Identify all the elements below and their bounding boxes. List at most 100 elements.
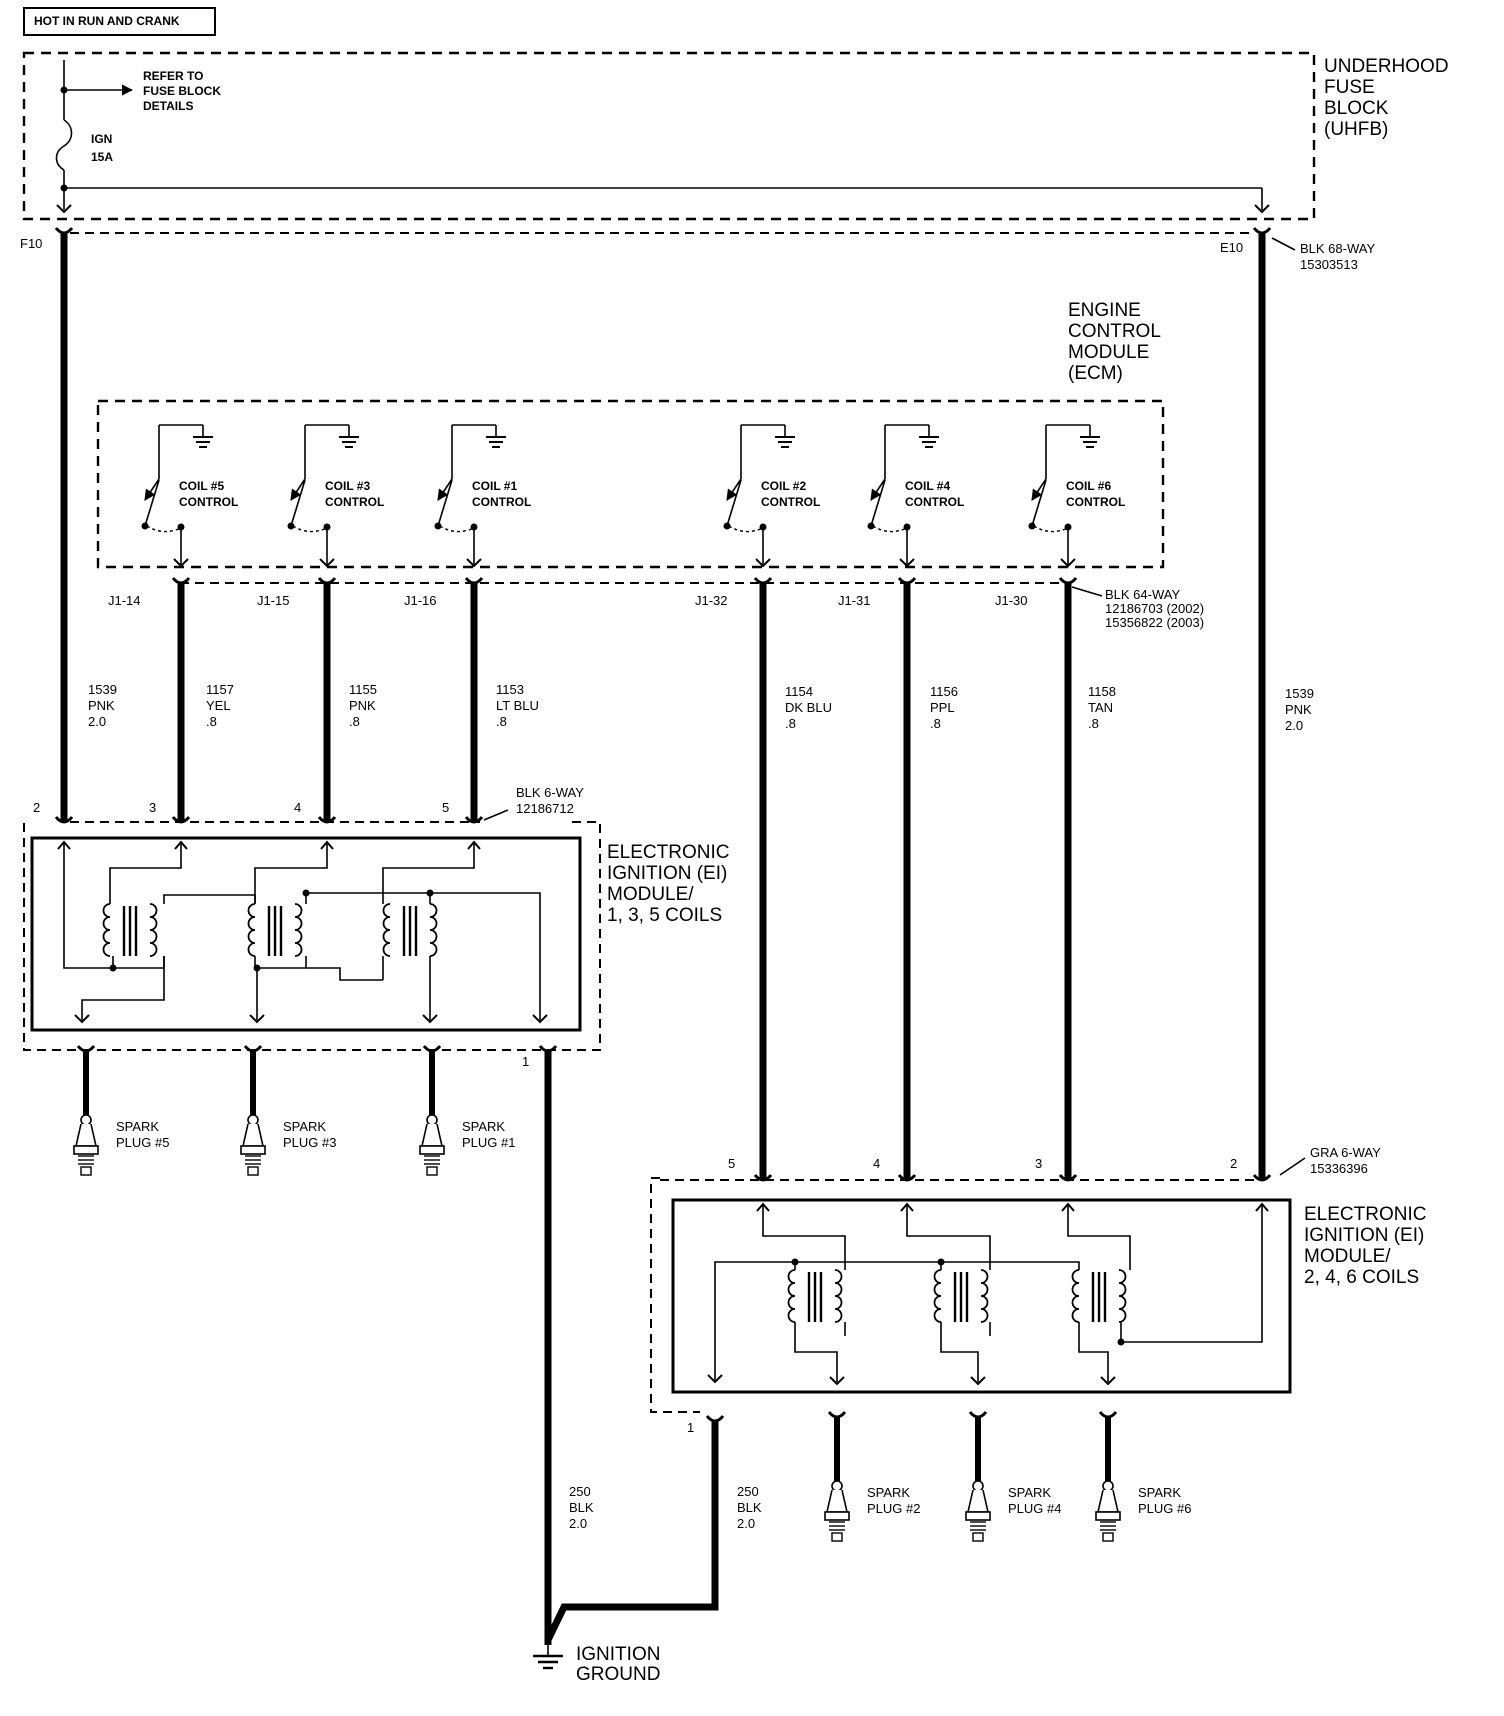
moda-connector-1: BLK 6-WAY xyxy=(516,785,584,800)
fuse-block-title-4: (UHFB) xyxy=(1324,119,1388,140)
modb-pin: 4 xyxy=(873,1156,880,1171)
wire-gauge: 2.0 xyxy=(1285,718,1303,733)
modb-connector-2: 15336396 xyxy=(1310,1161,1368,1176)
spark-plug-number: PLUG #2 xyxy=(867,1501,920,1516)
wire-circuit: 1539 xyxy=(1285,686,1314,701)
ground-label-2: GROUND xyxy=(576,1664,660,1685)
spark-plug-label: SPARK xyxy=(116,1119,159,1134)
spark-plug-icon xyxy=(240,1114,266,1176)
modb-pin: 2 xyxy=(1230,1156,1237,1171)
ecm-connector-3: 15356822 (2003) xyxy=(1105,615,1204,630)
moda-pin: 5 xyxy=(442,800,449,815)
spark-plug-icon xyxy=(73,1114,99,1176)
coil-driver-suffix: CONTROL xyxy=(1066,495,1125,509)
wire-gauge: 2.0 xyxy=(88,714,106,729)
coil-driver-name: COIL #4 xyxy=(905,479,950,493)
wire-circuit: 1158 xyxy=(1088,684,1116,699)
coil-driver-name: COIL #3 xyxy=(325,479,370,493)
wire-circuit: 250 xyxy=(737,1484,759,1499)
fuse-icon xyxy=(55,119,73,171)
ecm-connector-2: 12186703 (2002) xyxy=(1105,601,1204,616)
ecm: ENGINE CONTROL MODULE (ECM) COIL #5CONTR… xyxy=(96,300,1165,569)
pin-e10: E10 xyxy=(1220,240,1243,255)
wire-circuit: 1154 xyxy=(785,684,813,699)
coil-driver-5: COIL #4 CONTROL xyxy=(867,424,964,568)
spark-plug-number: PLUG #5 xyxy=(116,1135,169,1150)
fuse-block-title-2: FUSE xyxy=(1324,77,1375,98)
coil-driver-suffix: CONTROL xyxy=(905,495,964,509)
moda-title-4: 1, 3, 5 COILS xyxy=(607,905,722,926)
moda-pin: 2 xyxy=(33,800,40,815)
wire-color: PNK xyxy=(1285,702,1312,717)
wire-gauge: .8 xyxy=(1088,716,1099,731)
coil-driver-2: COIL #3 CONTROL xyxy=(287,424,384,568)
moda-connector-2: 12186712 xyxy=(516,801,574,816)
ground-icon xyxy=(486,436,506,448)
wire-color: BLK xyxy=(737,1500,762,1515)
underhood-fuse-block: UNDERHOOD FUSE BLOCK (UHFB) REFER TO FUS… xyxy=(22,51,1449,221)
wire-gauge: .8 xyxy=(206,714,217,729)
modb-pin: 5 xyxy=(728,1156,735,1171)
ignition-ground: IGNITION GROUND xyxy=(533,1644,660,1685)
wire-circuit: 1155 xyxy=(349,682,377,697)
wire-color: YEL xyxy=(206,698,231,713)
coil-driver-name: COIL #2 xyxy=(761,479,806,493)
wire-circuit: 1156 xyxy=(930,684,958,699)
wire-color: TAN xyxy=(1088,700,1113,715)
spark-plug-label: SPARK xyxy=(1008,1485,1051,1500)
ground-icon xyxy=(919,436,939,448)
ecm-pin-label: J1-14 xyxy=(108,593,141,608)
modb-title-3: MODULE/ xyxy=(1304,1246,1391,1267)
modb-title-4: 2, 4, 6 COILS xyxy=(1304,1267,1419,1288)
ground-icon xyxy=(1080,436,1100,448)
spark-plug-number: PLUG #3 xyxy=(283,1135,336,1150)
wire-color: BLK xyxy=(569,1500,594,1515)
wire-harness xyxy=(60,232,1266,1645)
wire-color: PNK xyxy=(88,698,115,713)
ground-icon xyxy=(775,436,795,448)
modb-pin: 1 xyxy=(687,1420,694,1435)
wire-color: PPL xyxy=(930,700,955,715)
ecm-pin-label: J1-32 xyxy=(695,593,728,608)
spark-plug-icon xyxy=(419,1114,445,1176)
ecm-pin-label: J1-31 xyxy=(838,593,871,608)
ground-label-1: IGNITION xyxy=(576,1644,660,1665)
refer-text-3: DETAILS xyxy=(143,99,193,113)
spark-plug-number: PLUG #4 xyxy=(1008,1501,1061,1516)
moda-title-1: ELECTRONIC xyxy=(607,842,729,863)
wire-gauge: .8 xyxy=(785,716,796,731)
wire-250-b xyxy=(544,1420,719,1642)
ground-icon xyxy=(193,436,213,448)
coil-driver-name: COIL #1 xyxy=(472,479,517,493)
wire-color: LT BLU xyxy=(496,698,539,713)
ground-icon xyxy=(533,1645,563,1670)
coil-driver-suffix: CONTROL xyxy=(325,495,384,509)
wire-gauge: 2.0 xyxy=(737,1516,755,1531)
modb-title-1: ELECTRONIC xyxy=(1304,1204,1426,1225)
pin-f10: F10 xyxy=(20,236,42,251)
spark-plug-number: PLUG #1 xyxy=(462,1135,515,1150)
power-label: HOT IN RUN AND CRANK xyxy=(34,14,180,28)
wire-circuit: 1153 xyxy=(496,682,524,697)
wire-gauge: 2.0 xyxy=(569,1516,587,1531)
moda-title-3: MODULE/ xyxy=(607,884,694,905)
